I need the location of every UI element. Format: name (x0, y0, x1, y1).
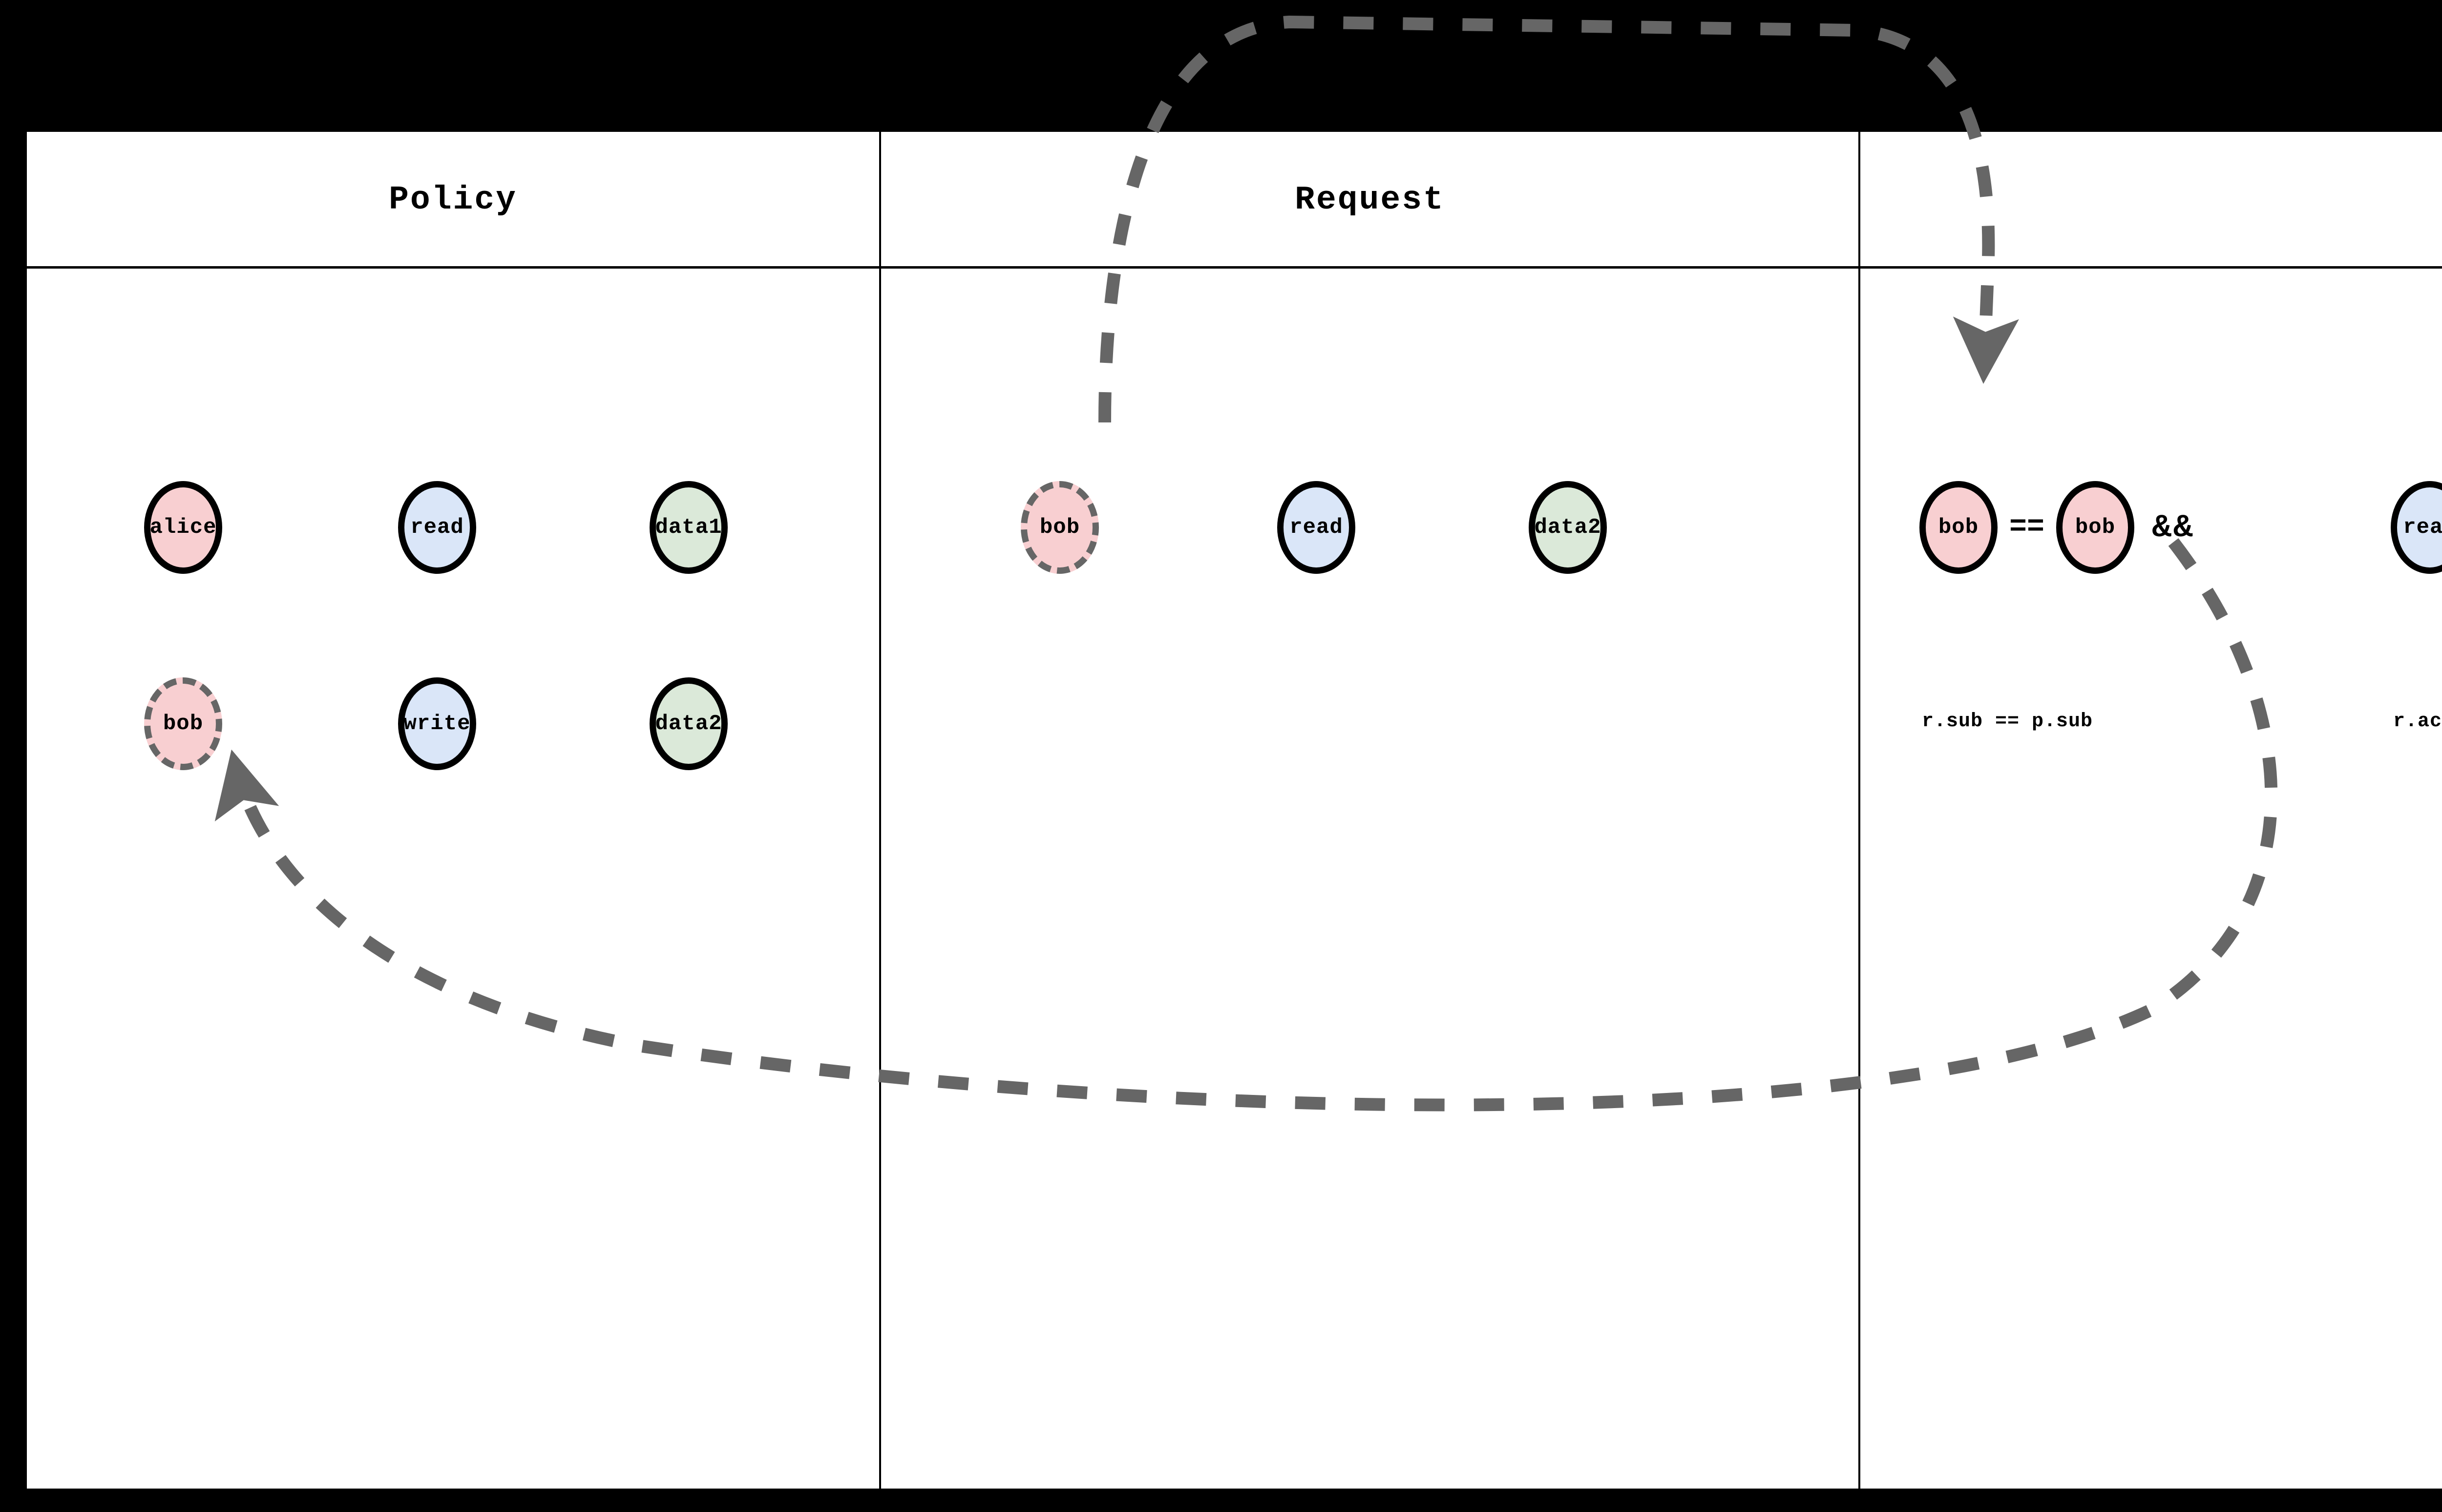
column-divider-request-matching (1858, 132, 1860, 1489)
policy-node-bob[interactable]: bob (144, 677, 222, 770)
policy-node-read[interactable]: read (398, 481, 476, 574)
column-header-request: Request (1295, 181, 1445, 219)
header-separator-rule (27, 266, 2442, 269)
policy-node-write[interactable]: write (398, 677, 476, 770)
request-node-data2[interactable]: data2 (1529, 481, 1607, 574)
policy-node-alice[interactable]: alice (144, 481, 222, 574)
request-node-bob[interactable]: bob (1021, 481, 1099, 574)
matching-node-sub-left[interactable]: bob (1919, 481, 1998, 574)
matching-node-act-left[interactable]: read (2391, 481, 2442, 574)
request-node-read[interactable]: read (1277, 481, 1355, 574)
diagram-canvas: Policy Request Matching alice read data1… (27, 132, 2442, 1489)
policy-node-data2[interactable]: data2 (650, 677, 728, 770)
column-header-matching: Matching (1860, 173, 2442, 227)
matching-caption-act: r.act == p.act (2393, 711, 2442, 733)
matching-operator-eq-1: == (2009, 511, 2044, 544)
matching-node-sub-right[interactable]: bob (2056, 481, 2134, 574)
matching-caption-sub: r.sub == p.sub (1921, 711, 2093, 733)
column-header-policy: Policy (389, 181, 517, 219)
column-divider-policy-request (879, 132, 881, 1489)
policy-node-data1[interactable]: data1 (650, 481, 728, 574)
matching-conjunction-and-1: && (2152, 509, 2195, 546)
